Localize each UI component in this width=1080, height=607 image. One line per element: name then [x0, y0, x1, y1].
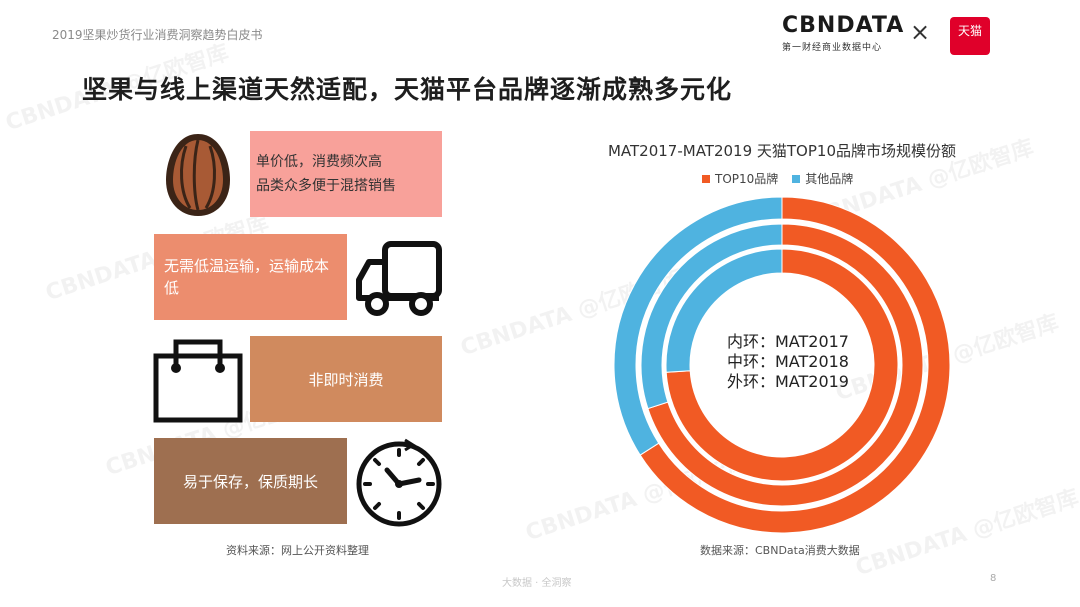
legend-item-others: 其他品牌	[792, 170, 853, 187]
shopping-bag-icon	[153, 339, 243, 423]
nut-icon	[166, 134, 230, 216]
legend-item-top10: TOP10品牌	[702, 170, 778, 187]
ring-outer-slice-top10	[639, 196, 951, 534]
ring-label-middle: 中环：MAT2018	[726, 352, 849, 371]
truck-icon	[356, 241, 442, 316]
page-title: 坚果与线上渠道天然适配，天猫平台品牌逐渐成熟多元化	[82, 75, 733, 104]
feature-text: 易于保存，保质期长	[182, 472, 318, 491]
ring-labels: 内环：MAT2017 中环：MAT2018 外环：MAT2019	[718, 332, 858, 392]
footer-text: 大数据 · 全洞察	[502, 578, 572, 589]
ring-label-outer: 外环：MAT2019	[726, 372, 849, 391]
ring-label-inner: 内环：MAT2017	[726, 332, 849, 351]
brand-logo-text: CBNDATA	[782, 13, 905, 38]
legend-label: TOP10品牌	[715, 172, 779, 186]
ring-inner-slice-others	[665, 248, 783, 373]
donut-chart	[613, 196, 951, 534]
feature-card-shelf-life: 易于保存，保质期长	[154, 438, 347, 524]
source-note-left: 资料来源：网上公开资料整理	[226, 544, 369, 557]
cross-icon: ×	[910, 18, 931, 46]
legend-swatch-top10	[702, 174, 710, 183]
brand-subtitle: 第一财经商业数据中心	[782, 43, 883, 53]
cbndata-logo: CBNDATA 第一财经商业数据中心	[782, 13, 905, 54]
legend-swatch-others	[792, 174, 801, 183]
feature-text: 非即时消费	[308, 370, 384, 389]
feature-card-non-instant: 非即时消费	[250, 336, 442, 422]
ring-middle-slice-others	[640, 223, 783, 410]
feature-text: 无需低温运输，运输成本低	[164, 257, 330, 297]
ring-inner-slice-top10	[665, 248, 899, 482]
tmall-logo: 天猫	[950, 17, 990, 55]
ring-middle-slice-top10	[647, 223, 924, 507]
ring-outer-slice-others	[613, 196, 783, 456]
legend-label: 其他品牌	[805, 172, 854, 186]
tmall-logo-text: 天猫	[957, 24, 982, 38]
feature-text: 品类众多便于混搭销售	[256, 178, 396, 194]
feature-card-transport: 无需低温运输，运输成本低	[154, 234, 347, 320]
source-note-right: 数据来源：CBNData消费大数据	[700, 544, 860, 557]
chart-legend: TOP10品牌 其他品牌	[702, 170, 853, 187]
clock-icon	[356, 438, 442, 527]
feature-card-price: 单价低，消费频次高 品类众多便于混搭销售	[250, 131, 442, 217]
page-number: 8	[990, 573, 997, 584]
feature-text: 单价低，消费频次高	[256, 154, 382, 170]
report-title: 2019坚果炒货行业消费洞察趋势白皮书	[52, 28, 263, 42]
chart-title: MAT2017-MAT2019 天猫TOP10品牌市场规模份额	[607, 142, 957, 160]
